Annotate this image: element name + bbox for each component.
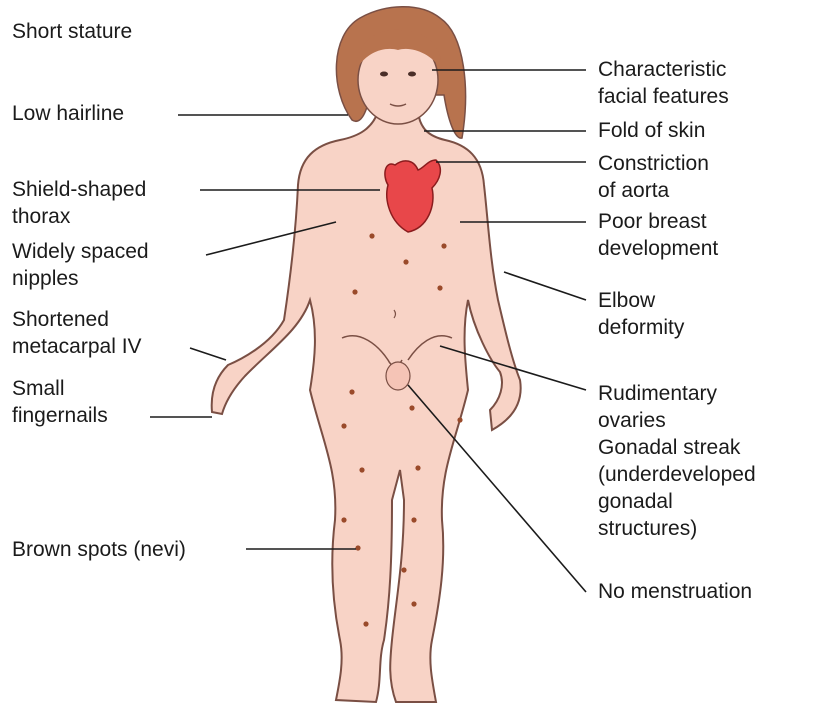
label-shortened-metacarpal: Shortened metacarpal IV [12, 306, 142, 360]
right-eye [408, 72, 416, 77]
label-constriction-aorta: Constriction of aorta [598, 150, 709, 204]
genitalia [386, 362, 410, 390]
label-brown-spots: Brown spots (nevi) [12, 536, 186, 563]
label-rudimentary-ovaries: Rudimentary ovaries Gonadal streak (unde… [598, 380, 756, 542]
label-no-menstruation: No menstruation [598, 578, 752, 605]
body-outline [212, 112, 521, 702]
label-low-hairline: Low hairline [12, 100, 124, 127]
label-fold-of-skin: Fold of skin [598, 117, 705, 144]
label-poor-breast: Poor breast development [598, 208, 718, 262]
label-shield-shaped-thorax: Shield-shaped thorax [12, 176, 146, 230]
label-small-fingernails: Small fingernails [12, 375, 108, 429]
label-facial-features: Characteristic facial features [598, 56, 729, 110]
label-widely-spaced-nipples: Widely spaced nipples [12, 238, 149, 292]
label-short-stature: Short stature [12, 18, 132, 45]
leader-metacarpal [190, 348, 226, 360]
label-elbow-deformity: Elbow deformity [598, 287, 684, 341]
left-eye [380, 72, 388, 77]
leader-elbow [504, 272, 586, 300]
